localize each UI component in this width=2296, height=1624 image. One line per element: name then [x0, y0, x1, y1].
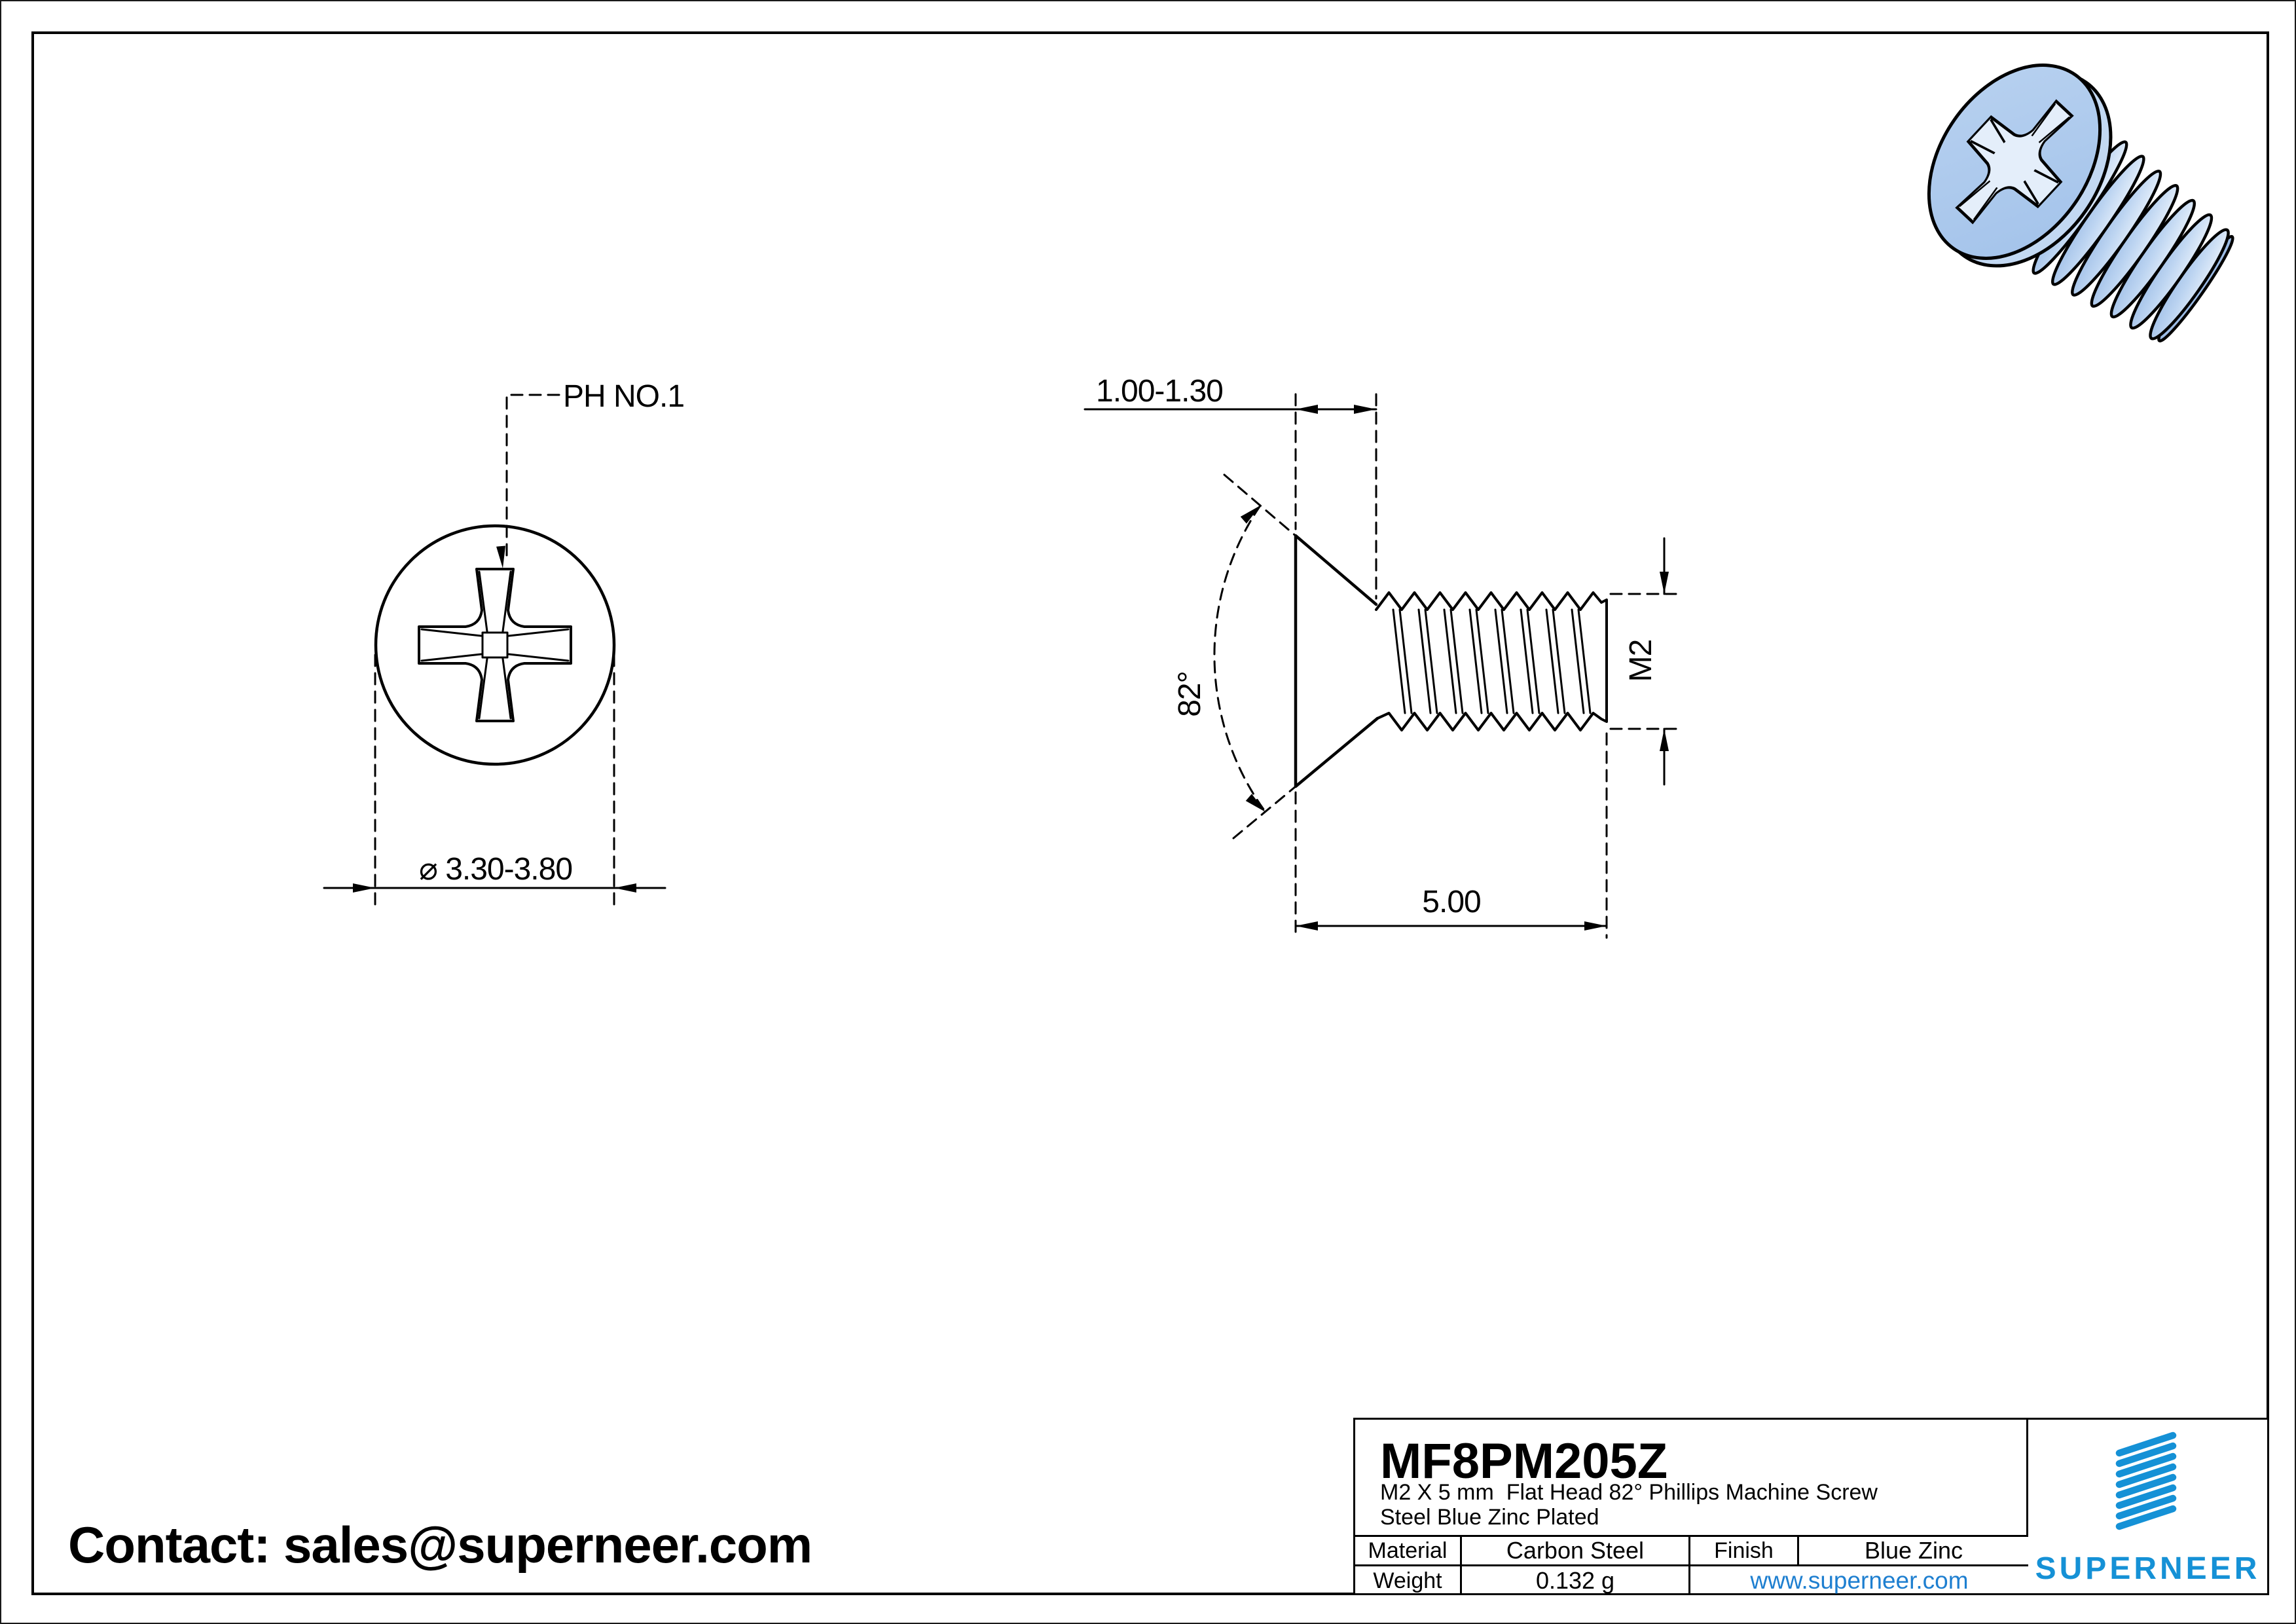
recess-type-label: PH NO.1	[563, 379, 685, 414]
phillips-recess-3d	[1955, 99, 2074, 225]
website-cell: www.superneer.com	[1690, 1566, 2028, 1595]
material-label-cell: Material	[1355, 1537, 1462, 1566]
front-view-drawing	[323, 394, 666, 910]
head-diameter-dimension: ⌀ 3.30-3.80	[418, 852, 573, 887]
countersink-angle-dimension: 82°	[1173, 671, 1207, 717]
title-block: MF8PM205Z M2 X 5 mm Flat Head 82° Philli…	[1353, 1418, 2269, 1595]
contact-email-text: Contact: sales@superneer.com	[68, 1516, 812, 1574]
finish-label-cell: Finish	[1690, 1537, 1799, 1566]
brand-name: SUPERNEER	[2035, 1551, 2261, 1586]
title-block-description-cell: MF8PM205Z M2 X 5 mm Flat Head 82° Philli…	[1355, 1420, 2028, 1537]
side-view-drawing	[1084, 393, 1677, 939]
material-value-cell: Carbon Steel	[1462, 1537, 1690, 1566]
weight-label-cell: Weight	[1355, 1566, 1462, 1595]
head-height-dimension: 1.00-1.30	[1096, 374, 1224, 409]
brand-logo-cell: SUPERNEER	[2028, 1420, 2267, 1593]
part-number: MF8PM205Z	[1380, 1433, 1668, 1489]
screw-3d-image	[1927, 64, 2234, 342]
thread-size-dimension: M2	[1624, 639, 1658, 682]
superneer-logo-icon	[2115, 1431, 2177, 1530]
part-description-line2: Steel Blue Zinc Plated	[1380, 1505, 1599, 1530]
length-dimension: 5.00	[1422, 885, 1481, 919]
finish-value-cell: Blue Zinc	[1799, 1537, 2028, 1566]
drawing-border	[31, 31, 2269, 1595]
weight-value-cell: 0.132 g	[1462, 1566, 1690, 1595]
website-link[interactable]: www.superneer.com	[1750, 1567, 1969, 1594]
part-description-line1: M2 X 5 mm Flat Head 82° Phillips Machine…	[1380, 1480, 1878, 1505]
